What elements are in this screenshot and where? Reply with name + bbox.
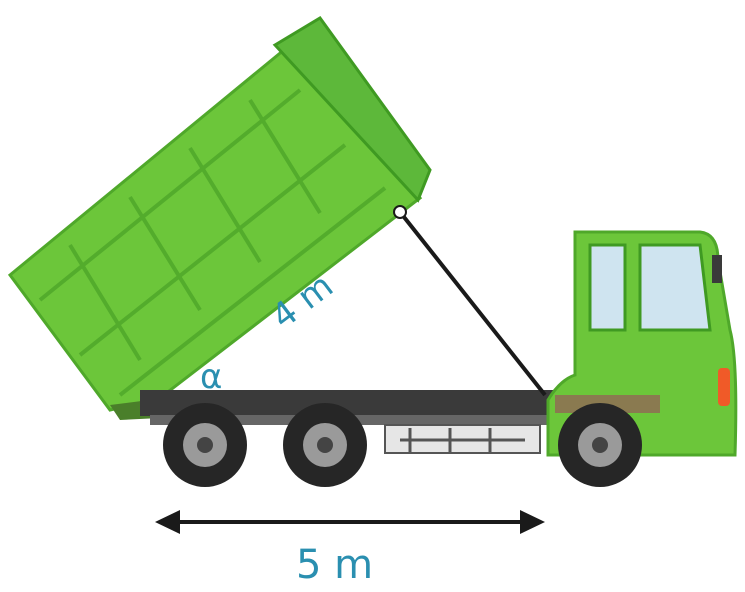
dump-bed-tailgate [272,16,432,203]
cab-window-front [638,243,712,332]
arrow-both-icon [155,510,545,534]
headlight [718,368,730,406]
cab [546,230,738,457]
dump-bed-ribs [38,88,387,397]
base-length-label: 5 m [296,542,373,588]
wheel-rear-2 [283,403,367,487]
cab-window-rear [588,243,627,332]
mirror [712,255,722,283]
wheel-front [558,403,642,487]
wheels [163,403,642,487]
dump-bed-body [7,42,423,412]
hydraulic-pin [393,205,407,219]
hydraulic-arm [398,210,547,397]
angle-label: α [200,357,222,397]
wheel-rear-1 [163,403,247,487]
